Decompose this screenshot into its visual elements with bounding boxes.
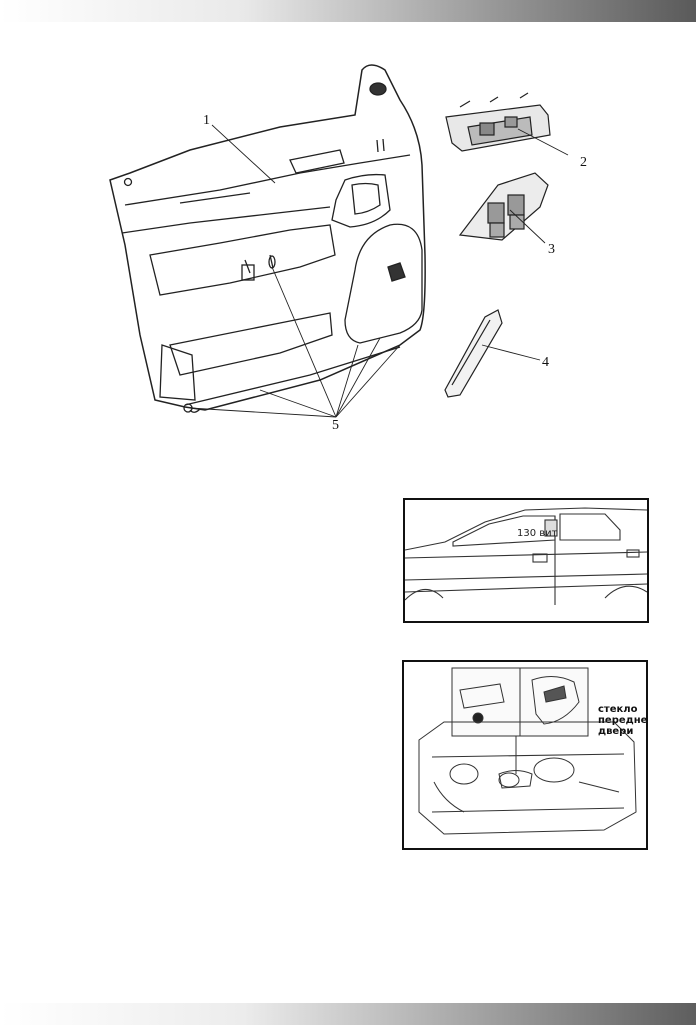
callout-2: 2: [580, 155, 587, 170]
front-door-glass-label: стекло передней двери: [598, 704, 648, 737]
page-footer-bar: [0, 1003, 696, 1025]
car-side-drawing: [405, 507, 647, 605]
page-header-bar: [0, 0, 696, 22]
callout-1: 1: [203, 113, 210, 128]
callout-5: 5: [332, 418, 339, 433]
photo-1-label: 130 вит: [517, 528, 558, 539]
door-trim-exploded-figure: 1 2 3 4 5: [100, 55, 600, 450]
door-trim-removal-drawing: [418, 667, 637, 835]
door-trim-drawing: [109, 64, 569, 418]
callout-4: 4: [542, 355, 549, 370]
callout-3: 3: [548, 242, 555, 257]
car-side-photo: 130 вит: [403, 498, 649, 623]
door-trim-removal-photo: стекло передней двери: [402, 660, 648, 850]
